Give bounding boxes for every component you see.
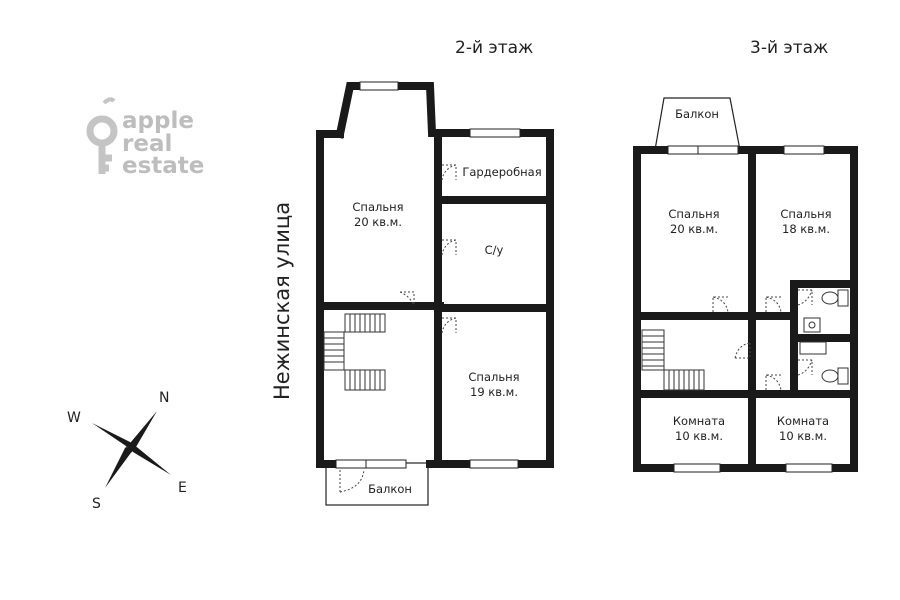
logo-line-2: real [122, 131, 172, 157]
logo-line-1: apple [122, 108, 194, 134]
floor-2-stairs [323, 313, 386, 391]
key-icon [86, 97, 118, 174]
street-label: Нежинская улица [270, 202, 294, 400]
floor-3-windows [667, 145, 833, 473]
compass-needle [105, 447, 136, 488]
compass-needle [130, 442, 171, 475]
f3-room-b-area: 10 кв.м. [779, 429, 827, 443]
balcony-outline [654, 97, 741, 151]
f2-wardrobe-name: Гардеробная [462, 165, 541, 179]
floor-2-walls [316, 82, 554, 468]
toilet-icon [837, 289, 849, 307]
compass-s: S [92, 496, 101, 512]
floor-3-title: 3-й этаж [750, 38, 828, 58]
apple-real-estate-logo: apple real estate [86, 97, 204, 179]
floor-2-title: 2-й этаж [455, 38, 533, 58]
f2-bedroom-b-area: 19 кв.м. [470, 385, 518, 399]
floor-3-walls [633, 146, 858, 472]
f2-bedroom-a-area: 20 кв.м. [354, 215, 402, 229]
sink-icon [803, 317, 821, 333]
f3-room-a-name: Комната [673, 414, 725, 428]
floor-3-fixtures [799, 289, 849, 385]
f2-balcony-name: Балкон [368, 482, 412, 496]
logo-line-3: estate [122, 153, 204, 179]
f2-bathroom-name: С/у [485, 243, 504, 257]
compass-n: N [159, 390, 169, 406]
floor-3-stairs [641, 329, 705, 391]
f2-bedroom-a-name: Спальня [352, 200, 403, 214]
f3-room-b-name: Комната [777, 414, 829, 428]
compass-e: E [178, 480, 187, 496]
f3-bedroom-b-area: 18 кв.м. [782, 222, 830, 236]
compass-w: W [67, 410, 81, 426]
f3-bedroom-a-area: 20 кв.м. [670, 222, 718, 236]
compass-rose: N W E S [67, 390, 187, 512]
f3-bedroom-a-name: Спальня [668, 207, 719, 221]
floor-2-windows [335, 81, 521, 469]
floor-2-doors [339, 164, 457, 493]
toilet-icon [837, 367, 849, 385]
floor-2-plan: 2-й этаж [316, 38, 554, 506]
f3-bedroom-b-name: Спальня [780, 207, 831, 221]
f2-bedroom-b-name: Спальня [468, 370, 519, 384]
floor-3-doors [712, 289, 813, 391]
f3-room-a-area: 10 кв.м. [675, 429, 723, 443]
floor-3-plan: 3-й этаж [633, 38, 858, 473]
f3-balcony-name: Балкон [675, 107, 719, 121]
